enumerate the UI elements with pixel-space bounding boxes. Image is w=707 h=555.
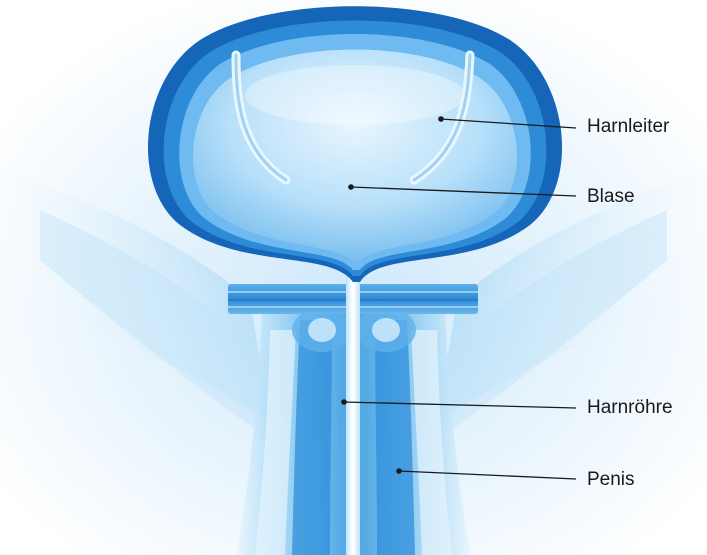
prostate-left-inner [308,318,336,342]
leader-dot-penis [396,468,402,474]
label-urethra: Harnröhre [587,397,673,419]
leader-dot-urethra [341,399,347,405]
label-bladder: Blase [587,186,635,208]
label-ureter: Harnleiter [587,116,669,138]
leader-dot-ureter [438,116,444,122]
leader-dot-bladder [348,184,354,190]
bladder-highlight [245,65,465,125]
prostate-right-inner [372,318,400,342]
label-penis: Penis [587,469,635,491]
